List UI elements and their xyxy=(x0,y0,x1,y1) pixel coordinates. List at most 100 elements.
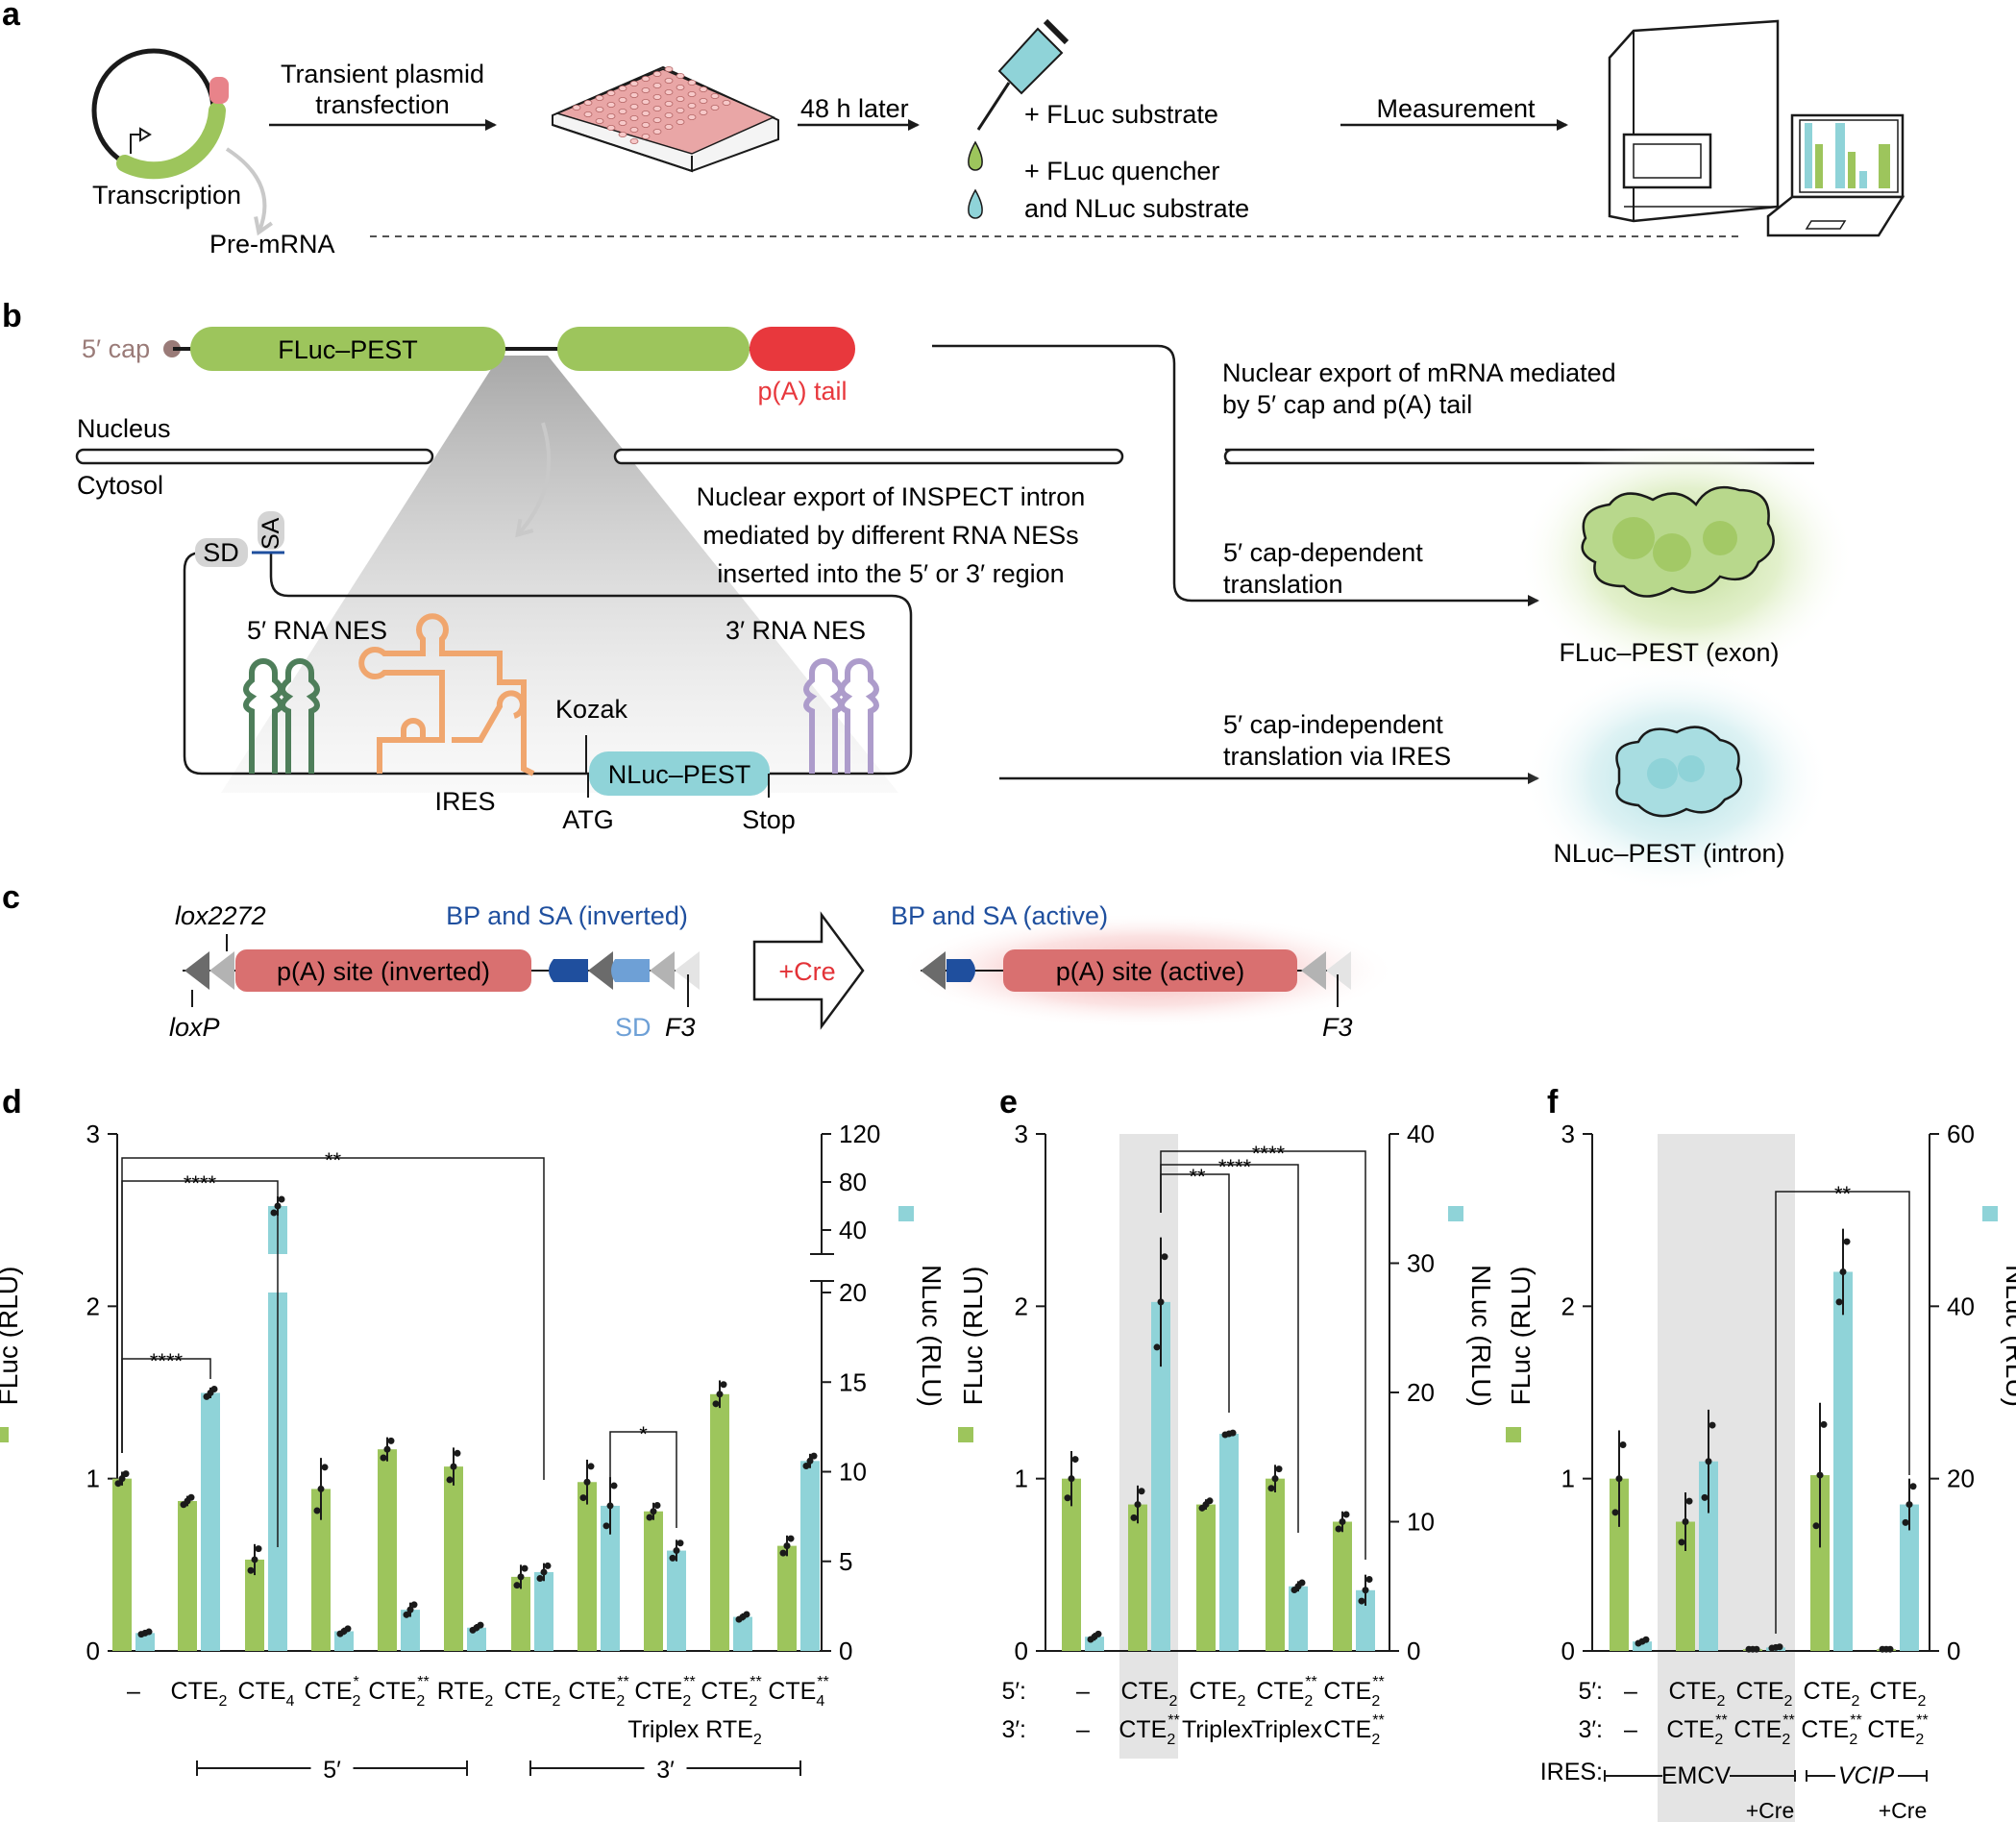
data-point-nluc xyxy=(1776,1643,1783,1651)
row-label-3prime: 3′: xyxy=(1578,1716,1603,1743)
well xyxy=(710,93,720,100)
highlight-band xyxy=(1658,1134,1795,1822)
bar-nluc xyxy=(135,1633,155,1651)
data-point-fluc xyxy=(1682,1518,1689,1525)
significance-label: * xyxy=(639,1422,648,1446)
export-intron-line3: inserted into the 5′ or 3′ region xyxy=(717,559,1064,588)
x-tick-label: CTE2** xyxy=(368,1674,429,1710)
well xyxy=(629,115,639,122)
significance-bracket xyxy=(609,1431,677,1528)
y-tick-label-left: 3 xyxy=(86,1120,100,1148)
y-tick-label-left: 1 xyxy=(1561,1465,1575,1493)
y-tick-label-right: 80 xyxy=(839,1168,867,1196)
well xyxy=(606,90,616,97)
ires-bracket-emcv xyxy=(1604,1770,1796,1782)
x-tick-label-5prime: CTE2 xyxy=(1804,1678,1860,1710)
significance-bracket xyxy=(121,1180,279,1547)
data-point-fluc xyxy=(587,1463,595,1470)
data-point-fluc xyxy=(321,1464,329,1471)
y-tick-label-left: 2 xyxy=(1561,1292,1575,1320)
y-axis-label-left: FLuc (RLU) xyxy=(0,1267,23,1406)
data-point-fluc xyxy=(653,1501,661,1509)
f3-label-2: F3 xyxy=(1322,1013,1353,1042)
f3-label-1: F3 xyxy=(665,1013,696,1042)
x-tick-label-3prime: – xyxy=(1076,1716,1090,1743)
y-tick-label-left: 2 xyxy=(1015,1292,1028,1320)
cap-indep-line2: translation via IRES xyxy=(1223,742,1451,771)
bp-sa-active-label: BP and SA (active) xyxy=(891,901,1108,930)
nes3-stemloops xyxy=(803,658,879,774)
legend-swatch-fluc xyxy=(958,1427,973,1442)
data-point-nluc xyxy=(669,1554,676,1562)
data-point-nluc xyxy=(602,1522,610,1530)
atg-label: ATG xyxy=(562,805,614,834)
y-tick-label-left: 0 xyxy=(1561,1637,1575,1665)
y-axis-label-left: FLuc (RLU) xyxy=(958,1267,988,1406)
step1-line2: transfection xyxy=(315,90,450,119)
loxp-label: loxP xyxy=(169,1013,220,1042)
well xyxy=(641,111,651,117)
data-point-fluc xyxy=(1685,1497,1693,1505)
data-point-fluc xyxy=(650,1508,657,1515)
x-tick-label-row2: Triplex RTE2 xyxy=(627,1716,762,1748)
group-bracket xyxy=(196,1760,468,1776)
bar-nluc xyxy=(601,1505,620,1651)
well xyxy=(641,133,651,139)
row-label-5prime: 5′: xyxy=(1001,1678,1026,1705)
row-label-ires: IRES: xyxy=(1540,1759,1603,1785)
well xyxy=(652,83,662,89)
bar-nluc xyxy=(1219,1434,1239,1651)
data-point-nluc xyxy=(1157,1298,1165,1306)
cap-dep-line1: 5′ cap-dependent xyxy=(1223,538,1423,567)
fluc-exon-label: FLuc–PEST (exon) xyxy=(1559,638,1779,667)
data-point-fluc xyxy=(779,1549,787,1557)
nluc-protein-icon xyxy=(1523,663,1831,894)
y-tick-label-right: 120 xyxy=(839,1120,880,1148)
well xyxy=(629,81,639,87)
y-tick-label-left: 3 xyxy=(1561,1120,1575,1148)
y-tick-label-right: 60 xyxy=(1947,1120,1975,1148)
data-point-nluc xyxy=(536,1574,544,1582)
data-point-nluc xyxy=(1365,1575,1373,1583)
cre-arrow-box xyxy=(752,911,865,1030)
cap-dep-line2: translation xyxy=(1223,570,1343,599)
cytosol-label: Cytosol xyxy=(77,471,163,500)
ires-label: IRES xyxy=(434,787,495,816)
data-point-nluc xyxy=(278,1195,285,1203)
bar-fluc xyxy=(644,1511,663,1651)
nucleus-label: Nucleus xyxy=(77,414,171,443)
bar-fluc xyxy=(112,1478,132,1651)
legend-swatch-fluc xyxy=(0,1427,9,1442)
well xyxy=(687,103,697,110)
data-point-fluc xyxy=(1886,1645,1894,1653)
data-point-nluc xyxy=(1229,1429,1237,1437)
data-point-fluc xyxy=(1611,1509,1619,1516)
significance-bracket xyxy=(1160,1150,1366,1560)
well xyxy=(618,86,627,92)
zoom-cone-b xyxy=(221,356,898,793)
x-tick-label-3prime: Triplex xyxy=(1182,1716,1254,1743)
data-point-fluc xyxy=(1678,1539,1685,1546)
data-point-fluc xyxy=(114,1480,122,1488)
bar-nluc xyxy=(201,1392,220,1651)
sa-box xyxy=(258,511,284,550)
well xyxy=(652,128,662,135)
cap-indep-line1: 5′ cap-independent xyxy=(1223,710,1443,739)
bar-fluc xyxy=(1810,1475,1830,1651)
bar-fluc xyxy=(178,1500,197,1651)
data-point-nluc xyxy=(270,1209,278,1217)
bar-fluc xyxy=(578,1482,597,1651)
y-tick-label-right: 5 xyxy=(839,1547,852,1576)
cre-label-emcv: +Cre xyxy=(1746,1798,1795,1822)
well xyxy=(652,106,662,112)
x-tick-label-3prime: CTE2** xyxy=(1323,1712,1384,1748)
x-tick-label-5prime: – xyxy=(1076,1678,1090,1705)
significance-label: **** xyxy=(184,1171,217,1195)
data-point-fluc xyxy=(1271,1475,1279,1483)
data-point-nluc xyxy=(743,1611,750,1618)
bar-nluc xyxy=(1356,1589,1375,1651)
f3-triangle xyxy=(675,951,700,990)
data-point-fluc xyxy=(1138,1488,1145,1495)
mrna-export-arrow xyxy=(932,344,1539,606)
